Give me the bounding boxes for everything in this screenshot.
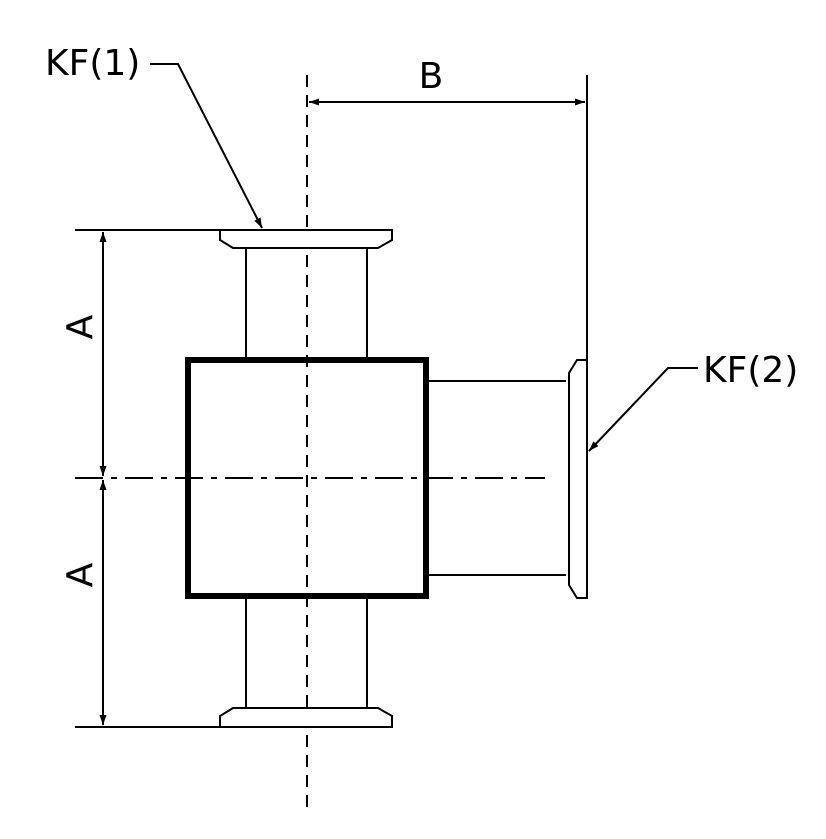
bottom-flange (219, 707, 393, 728)
kf1-label: KF(1) (45, 43, 140, 84)
dim-a-bottom-label: A (60, 562, 101, 587)
cross-body (185, 357, 429, 599)
kf2-leader (588, 367, 698, 452)
dimension-a (75, 229, 220, 728)
right-flange (568, 359, 588, 599)
dimension-b (309, 75, 588, 360)
kf2-label: KF(2) (703, 350, 798, 391)
top-tube (245, 248, 368, 360)
kf1-leader (150, 63, 263, 229)
right-tube (427, 380, 566, 576)
dim-a-top-label: A (60, 314, 101, 339)
dim-b-label: B (419, 56, 444, 97)
bottom-tube (245, 596, 368, 708)
top-flange (219, 229, 393, 249)
